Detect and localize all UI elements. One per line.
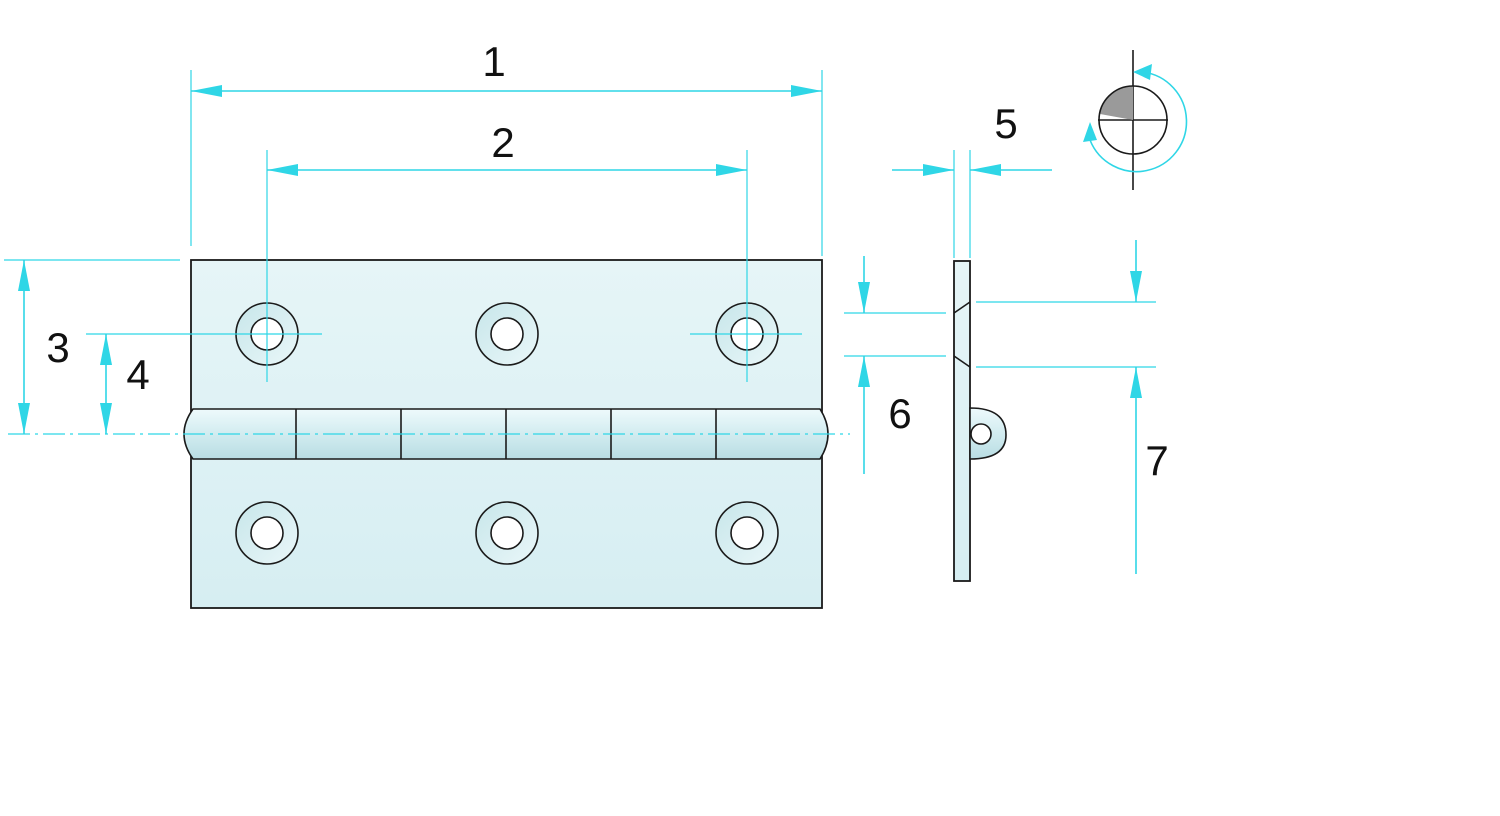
dimension-7: 7 [976,240,1169,574]
dimension-label-3: 3 [46,324,69,371]
screw-hole [235,501,299,565]
hole-center-marks [212,150,802,382]
dimension-3: 3 [4,259,180,434]
dimension-6: 6 [844,256,946,474]
side-pin [970,423,992,445]
dimension-label-5: 5 [994,100,1017,147]
dimension-label-6: 6 [888,390,911,437]
dimension-2: 2 [267,119,747,176]
dimension-label-4: 4 [126,351,149,398]
side-view [953,260,1007,582]
countersink-marks [953,301,971,368]
dimension-5: 5 [892,100,1052,258]
dimension-1: 1 [190,38,823,256]
dimension-label-2: 2 [491,119,514,166]
projection-symbol-icon [1083,50,1188,190]
screw-hole [715,501,779,565]
dimension-label-1: 1 [482,38,505,85]
side-plate [953,260,971,582]
front-view [8,150,850,609]
dimension-4: 4 [86,333,212,434]
screw-hole [475,302,539,366]
screw-hole [475,501,539,565]
dimension-label-7: 7 [1145,437,1168,484]
